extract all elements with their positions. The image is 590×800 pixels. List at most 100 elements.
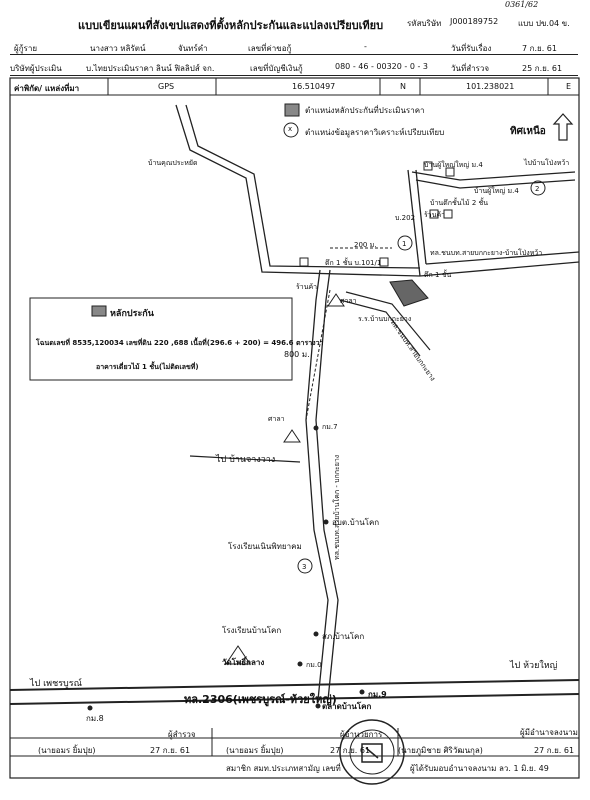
divider [10,54,578,55]
label-market: ตลาดบ้านโคก [322,702,372,711]
comparable-1-label: 1 [402,240,407,248]
gps-lat-dir: N [400,82,406,91]
borrower-name: นางสาว หลิรัตน์ [90,44,146,53]
label-school-bankok: โรงเรียนบ้านโคก [222,626,282,635]
gps-lon: 101.238021 [466,82,515,91]
sala-triangle-icon [327,293,345,307]
temple-triangle-icon [225,645,251,665]
divider [10,75,578,76]
road-right [415,169,427,265]
label-highway: ทล.2306(เพชรบูรณ์-ห้วยใหญ่) [184,693,337,706]
borrower-label: ผู้กู้ราย [14,44,38,53]
borrower-surname: จันทร์คำ [178,44,208,53]
road-diag [339,299,421,357]
label-pu-yai-m4: บ้านผู้ใหญ่ ม.4 [474,187,519,195]
house-icon [445,167,455,177]
info-line2: อาคารเดี่ยวไม้ 1 ชั้น(ไม่ติดเลขที่) [96,363,199,371]
label-bldg-2: บ้านตึกชั้นไม้ 2 ชั้น [430,199,489,207]
road-vertical [305,269,329,701]
road-diag [345,291,431,351]
distance-800-line [305,289,331,421]
gps-lon-dir: E [566,82,572,91]
obt-marker [323,519,329,525]
info-title: หลักประกัน [110,309,154,319]
info-line1: โฉนดเลขที่ 8535,120034 เลขที่ดิน 220 ,68… [36,339,324,347]
north-arrow-icon [552,113,574,141]
label-school-bokkaya: ร.ร.บ้านบกกะยาง [358,315,412,323]
road-upper [185,104,421,269]
label-obt: อบต.บ้านโคก [332,518,380,527]
label-dist-800: 800 ม. [284,350,310,359]
health-marker [313,631,319,637]
collateral-label: เลขที่ค่าขอกู้ [248,44,292,53]
receive-date-value: 7 ก.ย. 61 [522,44,557,53]
label-km9: กม.9 [368,690,387,699]
legend-collateral: ตำแหน่งหลักประกันที่ประเมินราคา [305,106,425,115]
surveyor-name: (นายอมร ยิ้มปุย) [38,746,96,755]
account-label: เลขที่บัญชีเงินกู้ [250,64,303,73]
gps-lat: 16.510497 [292,82,336,91]
gps-source: GPS [158,82,175,91]
receive-date-label: วันที่รับเรื่อง [451,44,492,53]
market-marker [315,703,321,709]
stamp-seal [349,729,395,775]
house-icon [443,209,453,219]
manager-name: (นายภูมิชาย ศิริวัฒนกุล) [398,746,483,755]
collateral-parcel [389,279,429,307]
comparable-2-label: 2 [535,185,540,193]
comparable-3-label: 3 [302,563,307,571]
comparable-1-marker [397,235,413,251]
approver-name: (นายอมร ยิ้มปุย) [226,746,284,755]
km9-marker [359,689,365,695]
comparable-2-marker [530,180,546,196]
account-value: 080 - 46 - 00320 - 0 - 3 [335,62,428,71]
comparable-3-marker [297,558,313,574]
house-icon [429,209,439,219]
road-pong-wa [425,251,580,265]
highway [9,679,580,691]
page-title: แบบเขียนแผนที่สังเขปแสดงที่ตั้งหลักประกั… [78,19,384,32]
km8-marker [87,705,93,711]
manager-label: ผู้มีอำนาจลงนาม [520,728,578,737]
label-ban-khun: บ้านคุณประหยัด [148,159,198,167]
highway [9,693,580,705]
collateral-legend-icon [284,103,300,117]
label-to-huai-yai: ไป ห้วยใหญ่ [510,661,558,671]
stamp-seal [339,719,405,785]
info-collateral-icon [91,305,107,317]
km-marker [313,425,319,431]
stamp-seal [361,743,383,763]
label-dist-200: 200 ม. [354,241,377,249]
label-sala-mid: ศาลา [268,415,285,423]
label-km8: กม.8 [86,714,104,723]
form-number: แบบ ปข.04 ข. [518,19,570,28]
collateral-value: - [364,42,367,51]
delegate-line: ผู้ได้รับมอบอำนาจลงนาม ลว. 1 มิ.ย. 49 [410,764,549,773]
label-road-pong-wa: ทล.ชนบท.สายบกกะยาง-บ้านโป่งหว้า [430,249,543,257]
company-value: บ.ไทยประเมินราคา ลินน์ ฟิลลิปส์ จก. [86,64,215,73]
label-to-pong-wa-top: ไปบ้านโป่งหว้า [524,159,570,167]
label-school-mit: โรงเรียนเนินพิทยาคม [228,542,302,551]
label-health: สภ.บ้านโคก [322,632,365,641]
road-right [407,169,421,277]
road-vertical [315,269,339,701]
map-frame [9,77,580,779]
label-temple: วัดโพธิ์กลาง [222,658,265,667]
label-km7: กม.7 [322,423,338,431]
survey-date-label: วันที่สำรวจ [451,64,490,73]
gps-label: ค่าพิกัด/ แหล่งที่มา [14,84,80,93]
road-pong-wa [419,261,580,277]
label-m202: บ.202 [395,214,416,222]
label-to-chang-wang: ไป บ้านจางวาง [216,455,276,465]
label-to-phetchabun: ไป เพชรบูรณ์ [30,679,82,689]
label-shop-tr: ร้านค้า [424,211,446,219]
label-house-101: ตึก 1 ชั้น บ.101/1 [325,259,382,267]
legend-comparable-mark: x [288,125,293,133]
survey-date-value: 25 ก.ย. 61 [522,64,563,73]
surveyor-label: ผู้สำรวจ [168,730,196,739]
label-pu-yai-4: บ้านผู้ใหญ่ใหญ่ ม.4 [424,161,483,169]
approver-date: 27 ก.ย. 61 [330,746,371,755]
label-tuk-1: ตึก 1 ชั้น [424,271,452,279]
page-note: 0361/62 [505,0,539,9]
